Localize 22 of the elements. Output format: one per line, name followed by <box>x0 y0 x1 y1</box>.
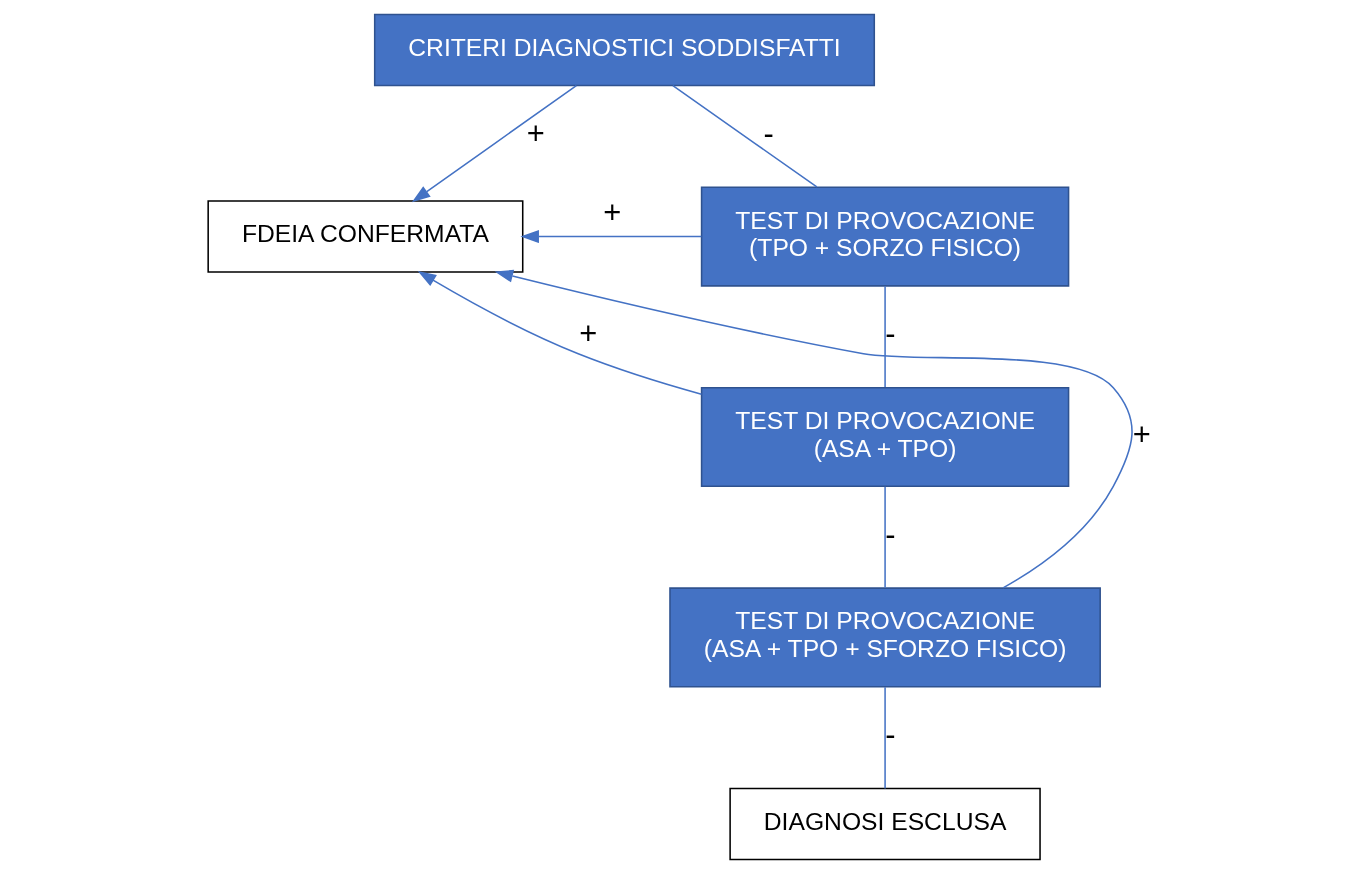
edge-label: + <box>579 316 598 352</box>
node-box: TEST DI PROVOCAZIONE (ASA + TPO + SFORZO FISICO) <box>669 587 1101 688</box>
edge-label: + <box>526 116 545 152</box>
connector <box>884 686 886 790</box>
arrow <box>494 269 1133 589</box>
edge-label: - <box>763 116 774 152</box>
connector <box>884 285 886 388</box>
node-box: DIAGNOSI ESCLUSA <box>729 787 1041 861</box>
node-box: FDEIA CONFERMATA <box>207 200 524 273</box>
node-box: TEST DI PROVOCAZIONE (ASA + TPO) <box>700 386 1070 488</box>
edge-label: + <box>1132 416 1151 452</box>
arrow <box>520 230 703 244</box>
edge-label: - <box>885 717 896 753</box>
node-box: CRITERI DIAGNOSTICI SODDISFATTI <box>373 13 876 87</box>
edge-label: - <box>885 316 896 352</box>
connector <box>672 84 818 188</box>
edge-label: + <box>603 194 622 230</box>
node-box: TEST DI PROVOCAZIONE (TPO + SORZO FISICO) <box>700 186 1070 287</box>
edge-label: - <box>885 516 896 552</box>
arrow <box>417 271 703 395</box>
arrow <box>411 84 578 203</box>
connector <box>884 486 886 589</box>
